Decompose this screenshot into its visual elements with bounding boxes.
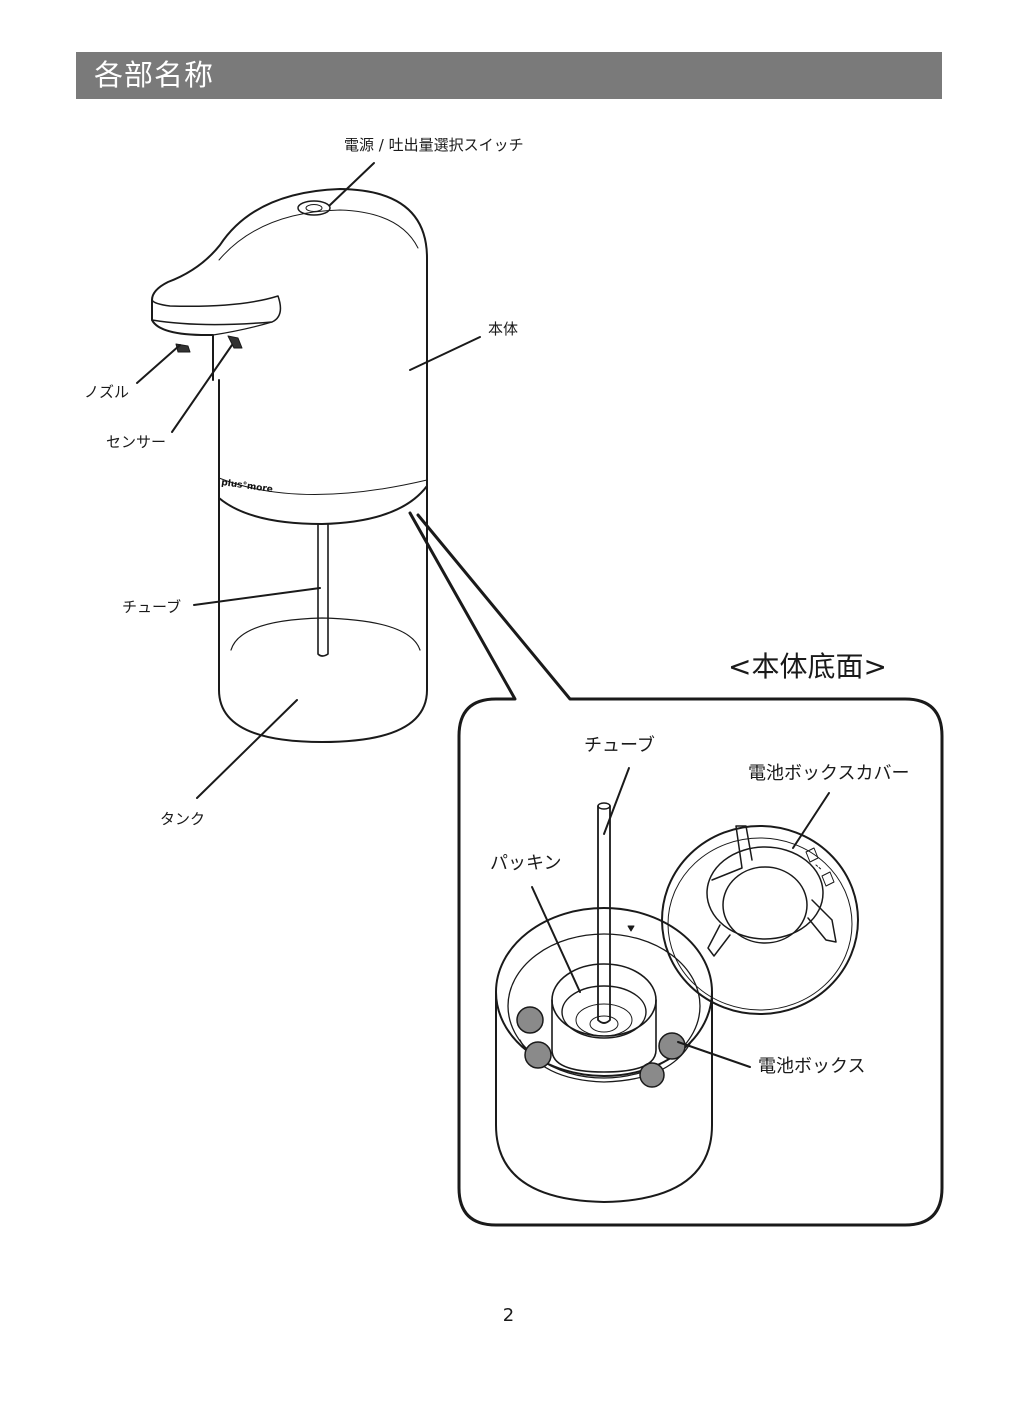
tank-liquid-line <box>231 618 420 650</box>
detail-label-battery-box: 電池ボックス <box>758 1056 865 1078</box>
bottom-tube <box>598 806 610 1023</box>
label-body: 本体 <box>488 320 518 338</box>
power-switch <box>298 201 330 215</box>
label-tube: チューブ <box>122 598 181 616</box>
detail-label-battery-cover: 電池ボックスカバー <box>748 763 909 785</box>
label-switch: 電源 / 吐出量選択スイッチ <box>344 136 524 154</box>
packing-ring <box>562 986 646 1038</box>
detail-title: <本体底面> <box>728 650 887 684</box>
leader-lines <box>137 163 480 798</box>
battery-cover <box>662 826 858 1014</box>
label-tank: タンク <box>160 810 205 828</box>
dispenser-illustration <box>152 189 427 742</box>
tube-outline <box>318 524 328 656</box>
label-sensor: センサー <box>106 433 166 451</box>
label-nozzle: ノズル <box>84 383 129 401</box>
page-number: 2 <box>0 1305 1017 1326</box>
spout-lower-edge <box>152 296 280 325</box>
battery-cell <box>525 1042 551 1068</box>
battery-cell <box>659 1033 685 1059</box>
battery-cell <box>517 1007 543 1033</box>
detail-label-packing: パッキン <box>490 853 561 875</box>
main-body-outline <box>152 189 427 524</box>
detail-label-tube: チューブ <box>584 735 655 757</box>
cap-curve <box>219 210 418 260</box>
